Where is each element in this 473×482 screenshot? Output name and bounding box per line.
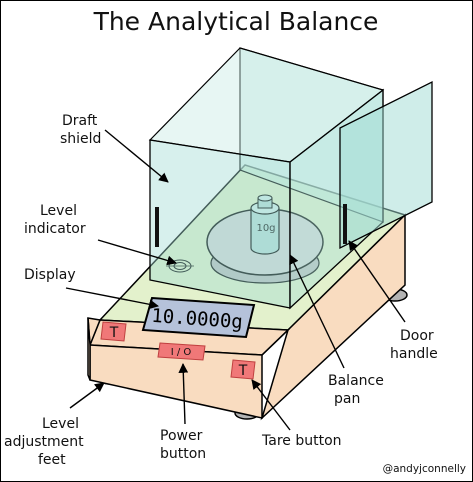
power-button[interactable]: I / O (157, 342, 206, 361)
door-handle-left[interactable] (155, 207, 159, 247)
tare-button[interactable]: T (230, 359, 256, 380)
tare-button-left[interactable]: T (100, 321, 127, 342)
tare-button-left-label: T (109, 325, 119, 341)
label-display: Display (24, 267, 159, 310)
weight-label: 10g (256, 223, 275, 234)
display-screen (141, 296, 256, 339)
svg-text:Display: Display (24, 267, 76, 283)
svg-text:Tare button: Tare button (261, 433, 342, 449)
label-tare-button: Tare button (251, 379, 342, 449)
tare-button-label: T (238, 363, 248, 379)
display: 10.0000g (141, 296, 256, 339)
diagram-title: The Analytical Balance (93, 7, 379, 36)
draft-shield-left-door (149, 139, 291, 309)
draft-shield-sliding-panel (339, 80, 433, 250)
door-handle-right[interactable] (343, 204, 347, 244)
balance-side-face (260, 213, 406, 421)
calibration-weight: 10g (250, 194, 280, 255)
draft-shield-front (149, 80, 433, 310)
credit: @andyjconnelly (383, 463, 466, 475)
level-indicator (166, 259, 194, 273)
power-button-symbol: I / O (171, 347, 192, 358)
